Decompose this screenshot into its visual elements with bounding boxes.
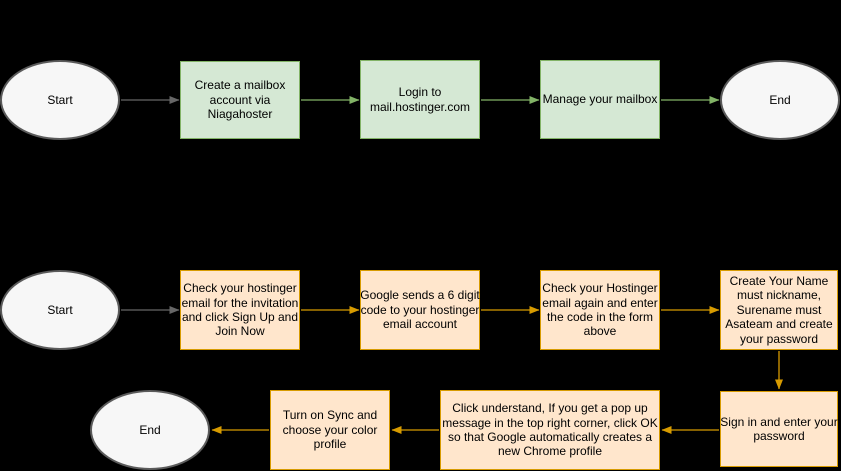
flow1-start-label: Start [47,92,73,107]
flow1-start-ellipse: Start [0,60,120,140]
node-label: Turn on Sync and choose your color profi… [282,408,378,452]
flow2-step-google-code-box: Google sends a 6 digit code to your host… [360,270,480,350]
flow1-step-login-box: Login to mail.hostinger.com [360,60,480,139]
node-label: Sign in and enter your password [720,414,838,443]
flow2-end-ellipse: End [90,390,210,470]
node-label: Create Your Name must nickname, Surename… [725,274,833,346]
flow1-end-ellipse: End [720,60,840,140]
node-label: Google sends a 6 digit code to your host… [360,288,480,332]
flow2-step-sign-in-box: Sign in and enter your password [720,391,838,467]
node-label: Login to mail.hostinger.com [369,85,471,114]
flow1-step-manage-mailbox-box: Manage your mailbox [540,60,660,139]
flow2-step-enter-code-box: Check your Hostinger email again and ent… [540,270,660,350]
flow2-step-create-name-box: Create Your Name must nickname, Surename… [720,270,838,350]
flow1-end-label: End [769,92,791,107]
flow2-end-label: End [139,422,161,437]
flow2-start-ellipse: Start [0,270,120,350]
flow2-start-label: Start [47,302,73,317]
flow2-step-turn-on-sync-box: Turn on Sync and choose your color profi… [270,390,390,470]
node-label: Manage your mailbox [542,92,658,107]
flow2-step-check-invitation-box: Check your hostinger email for the invit… [180,270,300,350]
flow2-step-click-understand-box: Click understand, If you get a pop up me… [440,390,660,470]
flow1-step-create-mailbox-box: Create a mailbox account via Niagahoster [180,61,300,139]
node-label: Click understand, If you get a pop up me… [442,401,658,459]
node-label: Check your hostinger email for the invit… [181,281,299,339]
node-label: Check your Hostinger email again and ent… [542,281,658,339]
node-label: Create a mailbox account via Niagahoster [194,78,286,122]
